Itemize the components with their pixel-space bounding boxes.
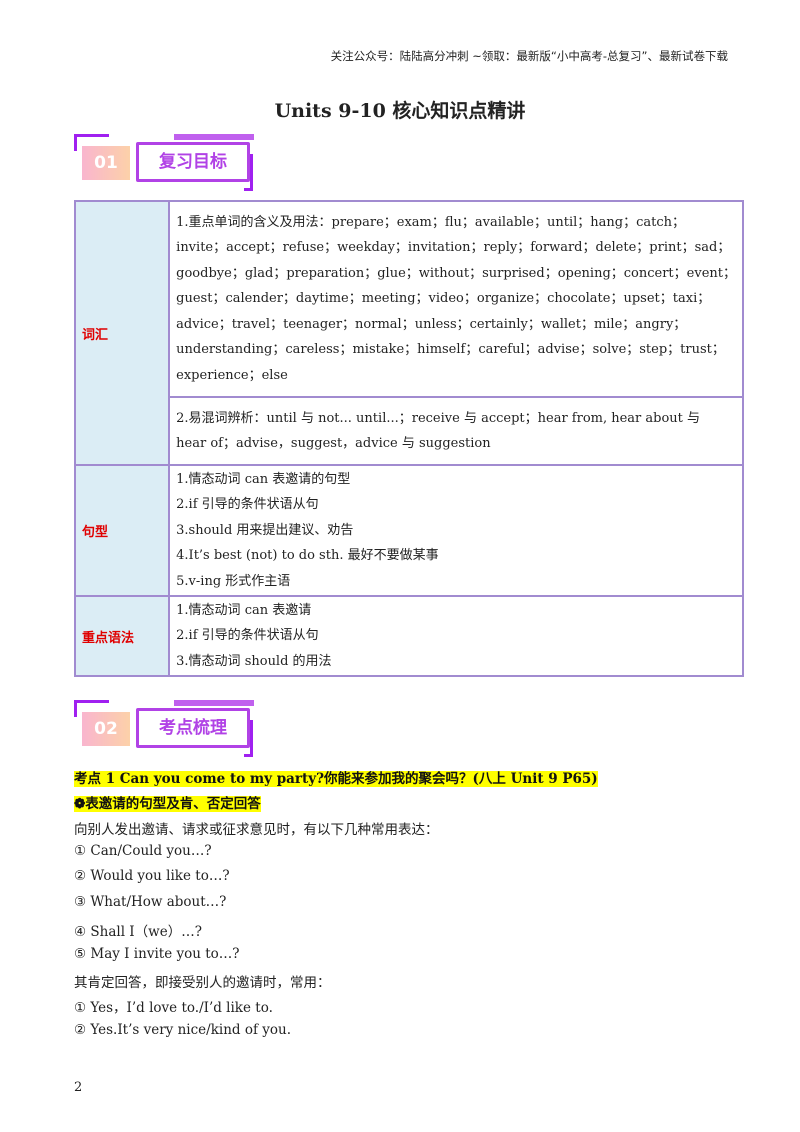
text-line: 1.重点单词的含义及用法：prepare；exam；flu；available；… [176, 215, 686, 231]
text-line: 4.It’s best (not) to do sth. 最好不要做某事 [176, 548, 439, 564]
body-line: ② Yes.It’s very nice/kind of you. [74, 1022, 291, 1038]
grammar-cell: 1.情态动词 can 表邀请 2.if 引导的条件状语从句 3.情态动词 sho… [168, 595, 744, 678]
text-line: goodbye；glad；preparation；glue；without；su… [176, 265, 736, 281]
header-note: 关注公众号：陆陆高分冲刺 ~领取：最新版“小中高考-总复习”、最新试卷下载 [330, 49, 728, 63]
category-grammar: 重点语法 [73, 595, 171, 678]
category-vocab: 词汇 [73, 200, 171, 466]
text-line: understanding；careless；mistake；himself；c… [176, 342, 725, 358]
text-line: 1.情态动词 can 表邀请的句型 [176, 472, 351, 487]
body-line: ① Can/Could you…? [74, 843, 212, 859]
frame-corner [74, 700, 109, 717]
section-number: 01 [82, 146, 130, 180]
text-line: 3.情态动词 should 的用法 [176, 653, 332, 669]
body-line: ① Yes，I’d love to./I’d like to. [74, 1000, 273, 1016]
text-line: 1.情态动词 can 表邀请 [176, 603, 312, 619]
vocab-part1-cell: 1.重点单词的含义及用法：prepare；exam；flu；available；… [168, 200, 744, 398]
frame-bar [174, 134, 254, 140]
kaodian-heading: 考点 1 Can you come to my party?你能来参加我的聚会吗… [74, 767, 598, 787]
vocab-part2-cell: 2.易混词辨析：until 与 not... until...；receive … [168, 396, 744, 466]
section-badge-review-goals: 01 复习目标 [74, 134, 264, 191]
text-line: 3.should 用来提出建议、劝告 [176, 522, 354, 538]
body-line: 其肯定回答，即接受别人的邀请时，常用： [74, 975, 331, 991]
page-title: Units 9-10 核心知识点精讲 [274, 100, 526, 122]
frame-bar [174, 700, 254, 706]
body-line: ④ Shall I（we）…? [74, 924, 202, 940]
text-line: 2.if 引导的条件状语从句 [176, 628, 319, 644]
body-line: 向别人发出邀请、请求或征求意见时，有以下几种常用表达： [74, 822, 439, 838]
text-line: guest；calender；daytime；meeting；video；org… [176, 291, 711, 307]
text-line: invite；accept；refuse；weekday；invitation；… [176, 240, 731, 256]
subheading: ❁表邀请的句型及肯、否定回答 [74, 792, 261, 812]
text-line: 5.v-ing 形式作主语 [176, 573, 291, 589]
section-number: 02 [82, 712, 130, 746]
sentence-cell: 1.情态动词 can 表邀请的句型 2.if 引导的条件状语从句 3.shoul… [168, 463, 744, 598]
section-badge-key-points: 02 考点梳理 [74, 700, 264, 757]
frame-corner [74, 134, 109, 151]
highlighted-heading: 考点 1 Can you come to my party?你能来参加我的聚会吗… [74, 771, 598, 787]
text-line: 2.if 引导的条件状语从句 [176, 497, 319, 513]
text-line: experience；else [176, 367, 288, 383]
highlighted-subheading: ❁表邀请的句型及肯、否定回答 [74, 796, 261, 812]
section-label: 复习目标 [136, 142, 250, 182]
review-goals-table: 词汇 1.重点单词的含义及用法：prepare；exam；flu；availab… [73, 200, 744, 678]
section-label: 考点梳理 [136, 708, 250, 748]
body-line: ② Would you like to…? [74, 868, 230, 884]
page-number: 2 [74, 1080, 83, 1095]
category-sentence: 句型 [73, 463, 171, 598]
text-line: 2.易混词辨析：until 与 not... until...；receive … [176, 410, 701, 426]
frame-corner [244, 154, 253, 191]
text-line: advice；travel；teenager；normal；unless；cer… [176, 316, 687, 332]
body-line: ⑤ May I invite you to…? [74, 946, 240, 962]
text-line: hear of；advise，suggest，advice 与 suggesti… [176, 436, 491, 451]
frame-corner [244, 720, 253, 757]
body-line: ③ What/How about…? [74, 894, 227, 910]
